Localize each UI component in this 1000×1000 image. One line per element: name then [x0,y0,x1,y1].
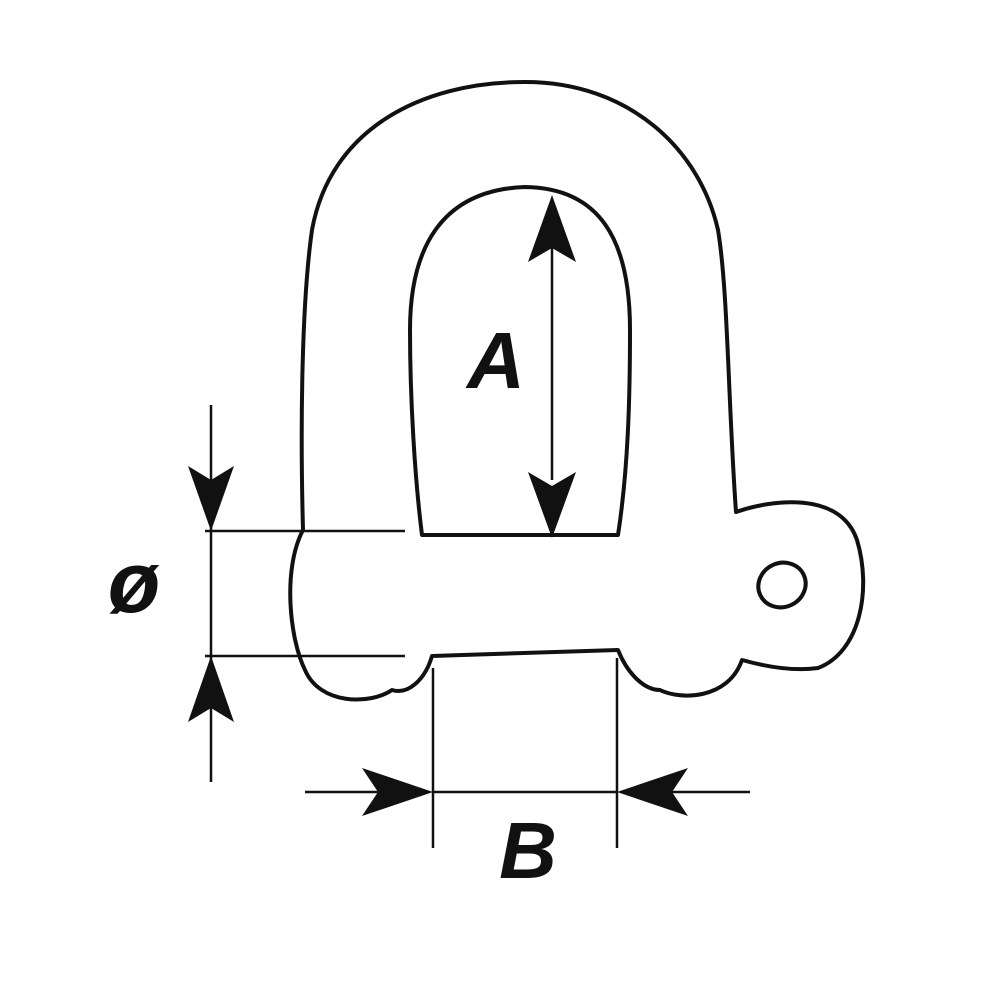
dimension-b-label: B [499,806,557,895]
diameter-bottom-arrow [188,656,234,722]
diameter-top-arrow [188,466,234,531]
dimension-a-label: A [465,316,525,405]
dimension-a-top-arrow [528,195,576,262]
shackle-eye-hole [756,560,808,610]
shackle-drawing [288,80,866,702]
dimension-diameter: ø [108,405,405,782]
dimension-b-right-arrow [617,768,688,816]
dimension-a-bottom-arrow [528,472,576,538]
dimension-b: B [305,658,750,895]
dimension-b-left-arrow [362,768,433,816]
shackle-body-outline [288,80,866,702]
shackle-inner-opening [408,185,632,537]
dimension-a: A [465,195,576,538]
diameter-label: ø [108,535,161,631]
